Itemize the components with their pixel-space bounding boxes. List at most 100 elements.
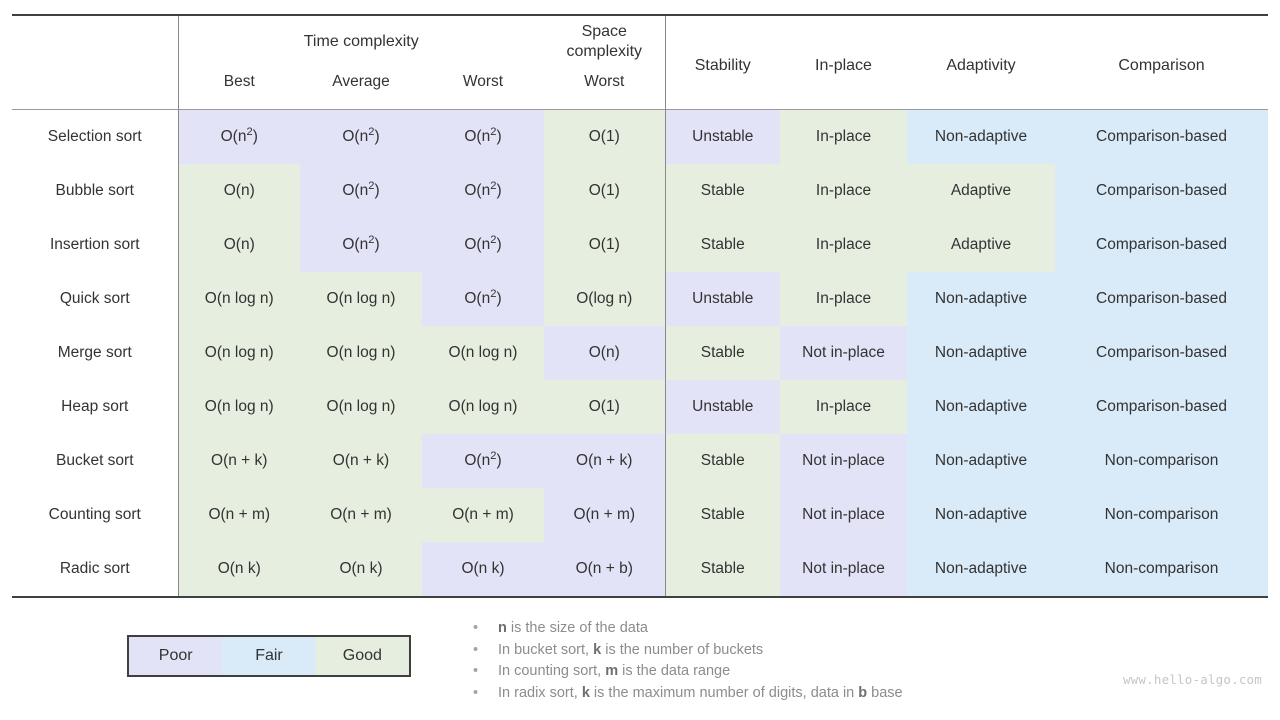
comparison-table-body: Time complexity Space complexity Stability… [12,14,1268,599]
cell-worst-space: O(n + k) [544,434,665,488]
cell-worst-time: O(n2) [422,164,544,218]
cell-worst-time: O(n + m) [422,488,544,542]
legend-poor: Poor [129,637,223,675]
cell-average: O(n log n) [300,326,422,380]
cell-worst-time: O(n2) [422,272,544,326]
sub-header-best: Best [177,62,300,110]
cell-best: O(n2) [177,110,300,164]
cell-stability: Unstable [664,380,780,434]
legend-good: Good [315,637,409,675]
cell-worst-space: O(1) [544,218,665,272]
cell-stability: Stable [664,326,780,380]
cell-average: O(n2) [300,218,422,272]
sub-header-space: Worst [584,72,625,90]
cell-in-place: In-place [780,380,907,434]
cell-best: O(n) [177,218,300,272]
sub-header-worst: Worst [462,72,504,90]
cell-worst-time: O(n k) [422,542,544,597]
cell-stability: Stable [664,434,780,488]
bullet-icon: • [473,620,479,636]
table-group-header-row: Time complexity Space complexity Stability… [12,16,1268,110]
cell-worst-space: O(1) [544,110,665,164]
group-header-time-complexity: Time complexity [177,16,544,62]
column-header-adaptivity: Adaptivity [946,56,1016,74]
cell-comparison: Comparison-based [1055,218,1268,272]
note-item: •In radix sort, k is the maximum number … [470,683,1050,705]
cell-worst-space: O(n + m) [544,488,665,542]
cell-average: O(n + m) [300,488,422,542]
row-label-counting-sort: Counting sort [12,488,178,542]
row-label-radic-sort: Radic sort [12,542,178,597]
cell-best: O(n log n) [177,326,300,380]
column-header-in-place: In-place [815,56,872,74]
cell-average: O(n log n) [300,272,422,326]
cell-stability: Stable [664,218,780,272]
cell-best: O(n) [177,164,300,218]
cell-stability: Unstable [664,110,780,164]
cell-in-place: In-place [780,272,907,326]
bullet-icon: • [473,663,479,679]
cell-worst-space: O(log n) [544,272,665,326]
cell-comparison: Comparison-based [1055,164,1268,218]
cell-in-place: In-place [780,218,907,272]
row-label-merge-sort: Merge sort [12,326,178,380]
cell-best: O(n k) [177,542,300,597]
cell-best: O(n + k) [177,434,300,488]
cell-adaptivity: Non-adaptive [907,434,1055,488]
cell-adaptivity: Non-adaptive [907,488,1055,542]
cell-worst-space: O(n) [544,326,665,380]
note-item: •In counting sort, m is the data range [470,661,1050,683]
cell-worst-time: O(n2) [422,434,544,488]
cell-comparison: Comparison-based [1055,272,1268,326]
cell-worst-time: O(n log n) [422,326,544,380]
row-label-quick-sort: Quick sort [12,272,178,326]
cell-comparison: Comparison-based [1055,380,1268,434]
site-watermark: www.hello-algo.com [1122,672,1262,687]
bullet-icon: • [473,641,479,658]
cell-best: O(n + m) [177,488,300,542]
comparison-table-container: Time complexity Space complexity Stability… [12,14,1268,599]
table-bottom-rule [12,596,1268,599]
sub-header-blank [12,62,178,110]
cell-adaptivity: Non-adaptive [907,326,1055,380]
cell-adaptivity: Non-adaptive [907,380,1055,434]
cell-in-place: In-place [780,110,907,164]
cell-worst-space: O(1) [544,164,665,218]
group-header-space-complexity: Space complexity [566,23,643,60]
cell-in-place: Not in-place [780,542,907,597]
cell-in-place: Not in-place [780,326,907,380]
cell-stability: Stable [664,488,780,542]
cell-comparison: Non-comparison [1055,488,1268,542]
cell-worst-space: O(1) [544,380,665,434]
cell-comparison: Non-comparison [1055,434,1268,488]
bullet-icon: • [473,684,479,701]
cell-adaptivity: Non-adaptive [907,272,1055,326]
cell-in-place: Not in-place [780,434,907,488]
notation-notes: •n is the size of the data•In bucket sor… [470,618,1050,704]
cell-adaptivity: Adaptive [907,164,1055,218]
cell-comparison: Non-comparison [1055,542,1268,597]
column-header-comparison: Comparison [1118,56,1205,74]
cell-average: O(n log n) [300,380,422,434]
cell-average: O(n k) [300,542,422,597]
cell-worst-time: O(n2) [422,110,544,164]
cell-stability: Stable [664,164,780,218]
cell-comparison: Comparison-based [1055,326,1268,380]
cell-adaptivity: Adaptive [907,218,1055,272]
notation-notes-list: •n is the size of the data•In bucket sor… [470,618,1050,704]
legend-fair: Fair [222,637,316,675]
row-label-selection-sort: Selection sort [12,110,178,164]
table-header-rule [12,109,1268,110]
cell-average: O(n + k) [300,434,422,488]
cell-comparison: Comparison-based [1055,110,1268,164]
row-label-insertion-sort: Insertion sort [12,218,178,272]
cell-average: O(n2) [300,110,422,164]
column-header-stability: Stability [664,16,780,110]
row-label-bubble-sort: Bubble sort [12,164,178,218]
